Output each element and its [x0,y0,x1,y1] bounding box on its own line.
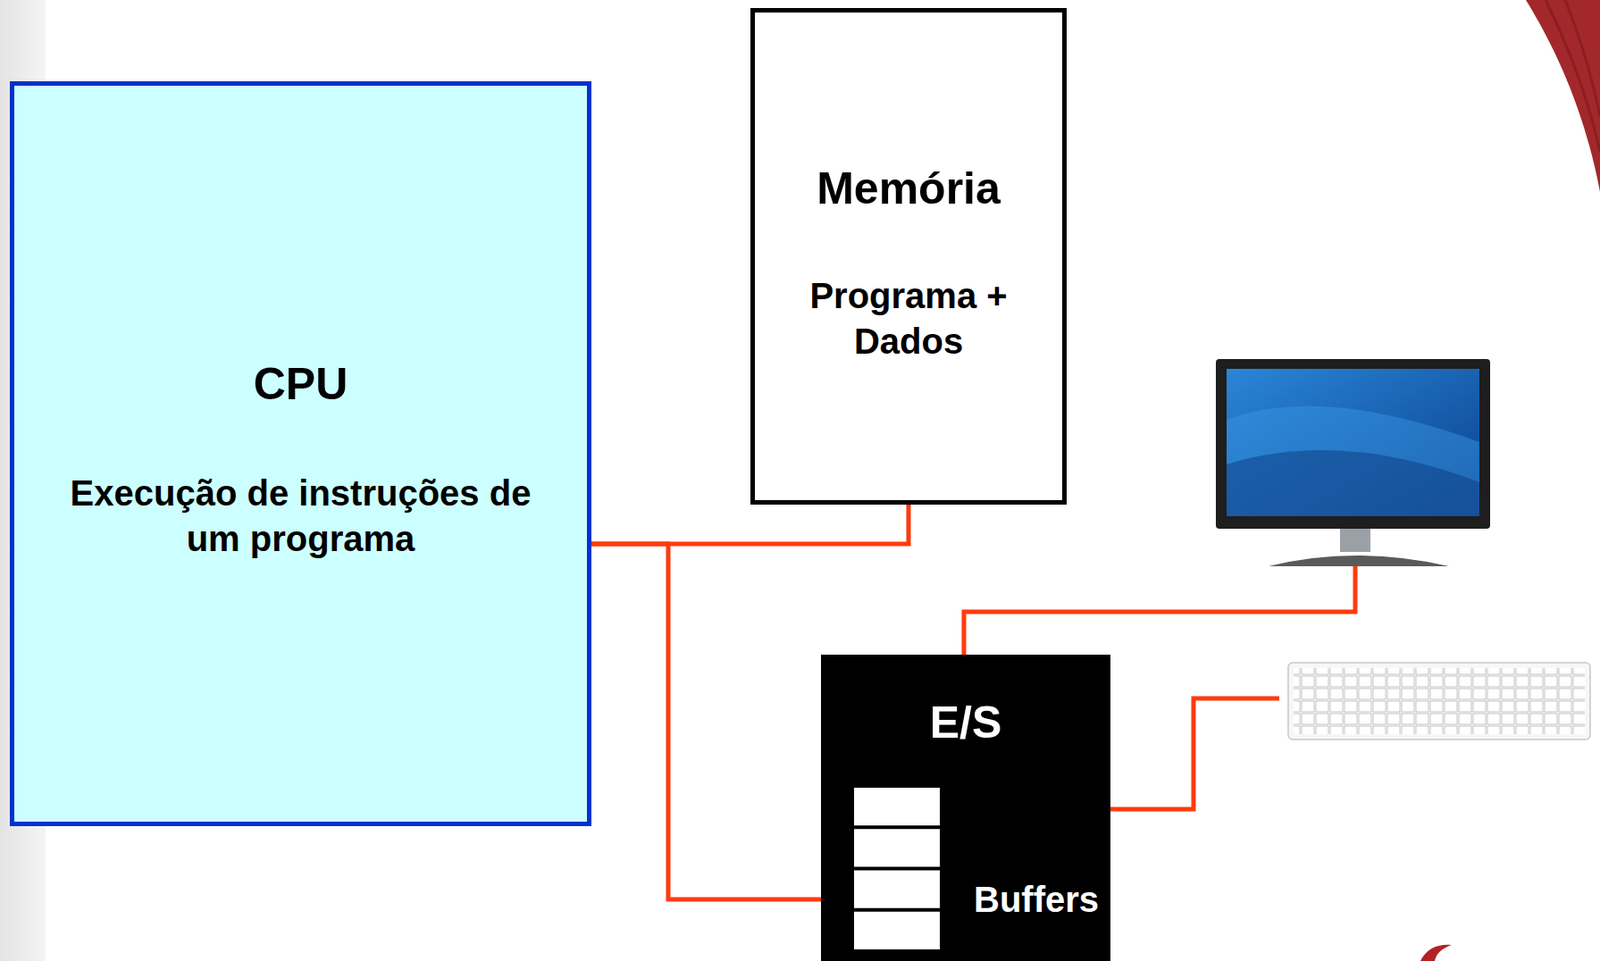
buffer-label: Buffers [973,878,1099,922]
box-heading: CPU [253,357,349,411]
bus-line [591,544,821,900]
buffer-cell [853,870,941,910]
corner-stripe [1565,0,1600,117]
box-body: Execução de instruções de um programa [59,470,543,562]
device-wire [1110,698,1280,810]
buffer-cell [853,787,941,827]
screen-wave [1226,406,1480,517]
bus-line [591,504,909,545]
buffer-cells [852,786,942,952]
keyboard-keys [1293,668,1585,735]
monitor-neck [1340,528,1371,553]
keyboard-body [1288,662,1591,740]
monitor-icon [1215,359,1491,567]
logo-fragment [1420,945,1452,961]
buffer-cell [853,828,941,868]
monitor-screen [1226,368,1480,517]
buffer-cell [853,911,941,951]
box-body: Programa + Dados [792,273,1025,365]
cpu-box: CPU Execução de instruções de um programa [9,81,592,827]
memory-box: MemóriaPrograma + Dados [750,8,1067,505]
corner-decoration [1525,0,1600,193]
device-wire [963,566,1356,655]
monitor-base [1268,555,1450,567]
keyboard-icon [1288,662,1591,740]
box-heading: E/S [929,695,1003,750]
box-heading: Memória [816,161,1001,216]
corner-stripe [1545,0,1600,152]
screen-wave [1226,450,1480,517]
buffer-stack: Buffers [852,786,942,952]
io-box: Buffers E/S [820,654,1111,961]
monitor-bezel [1215,359,1491,529]
